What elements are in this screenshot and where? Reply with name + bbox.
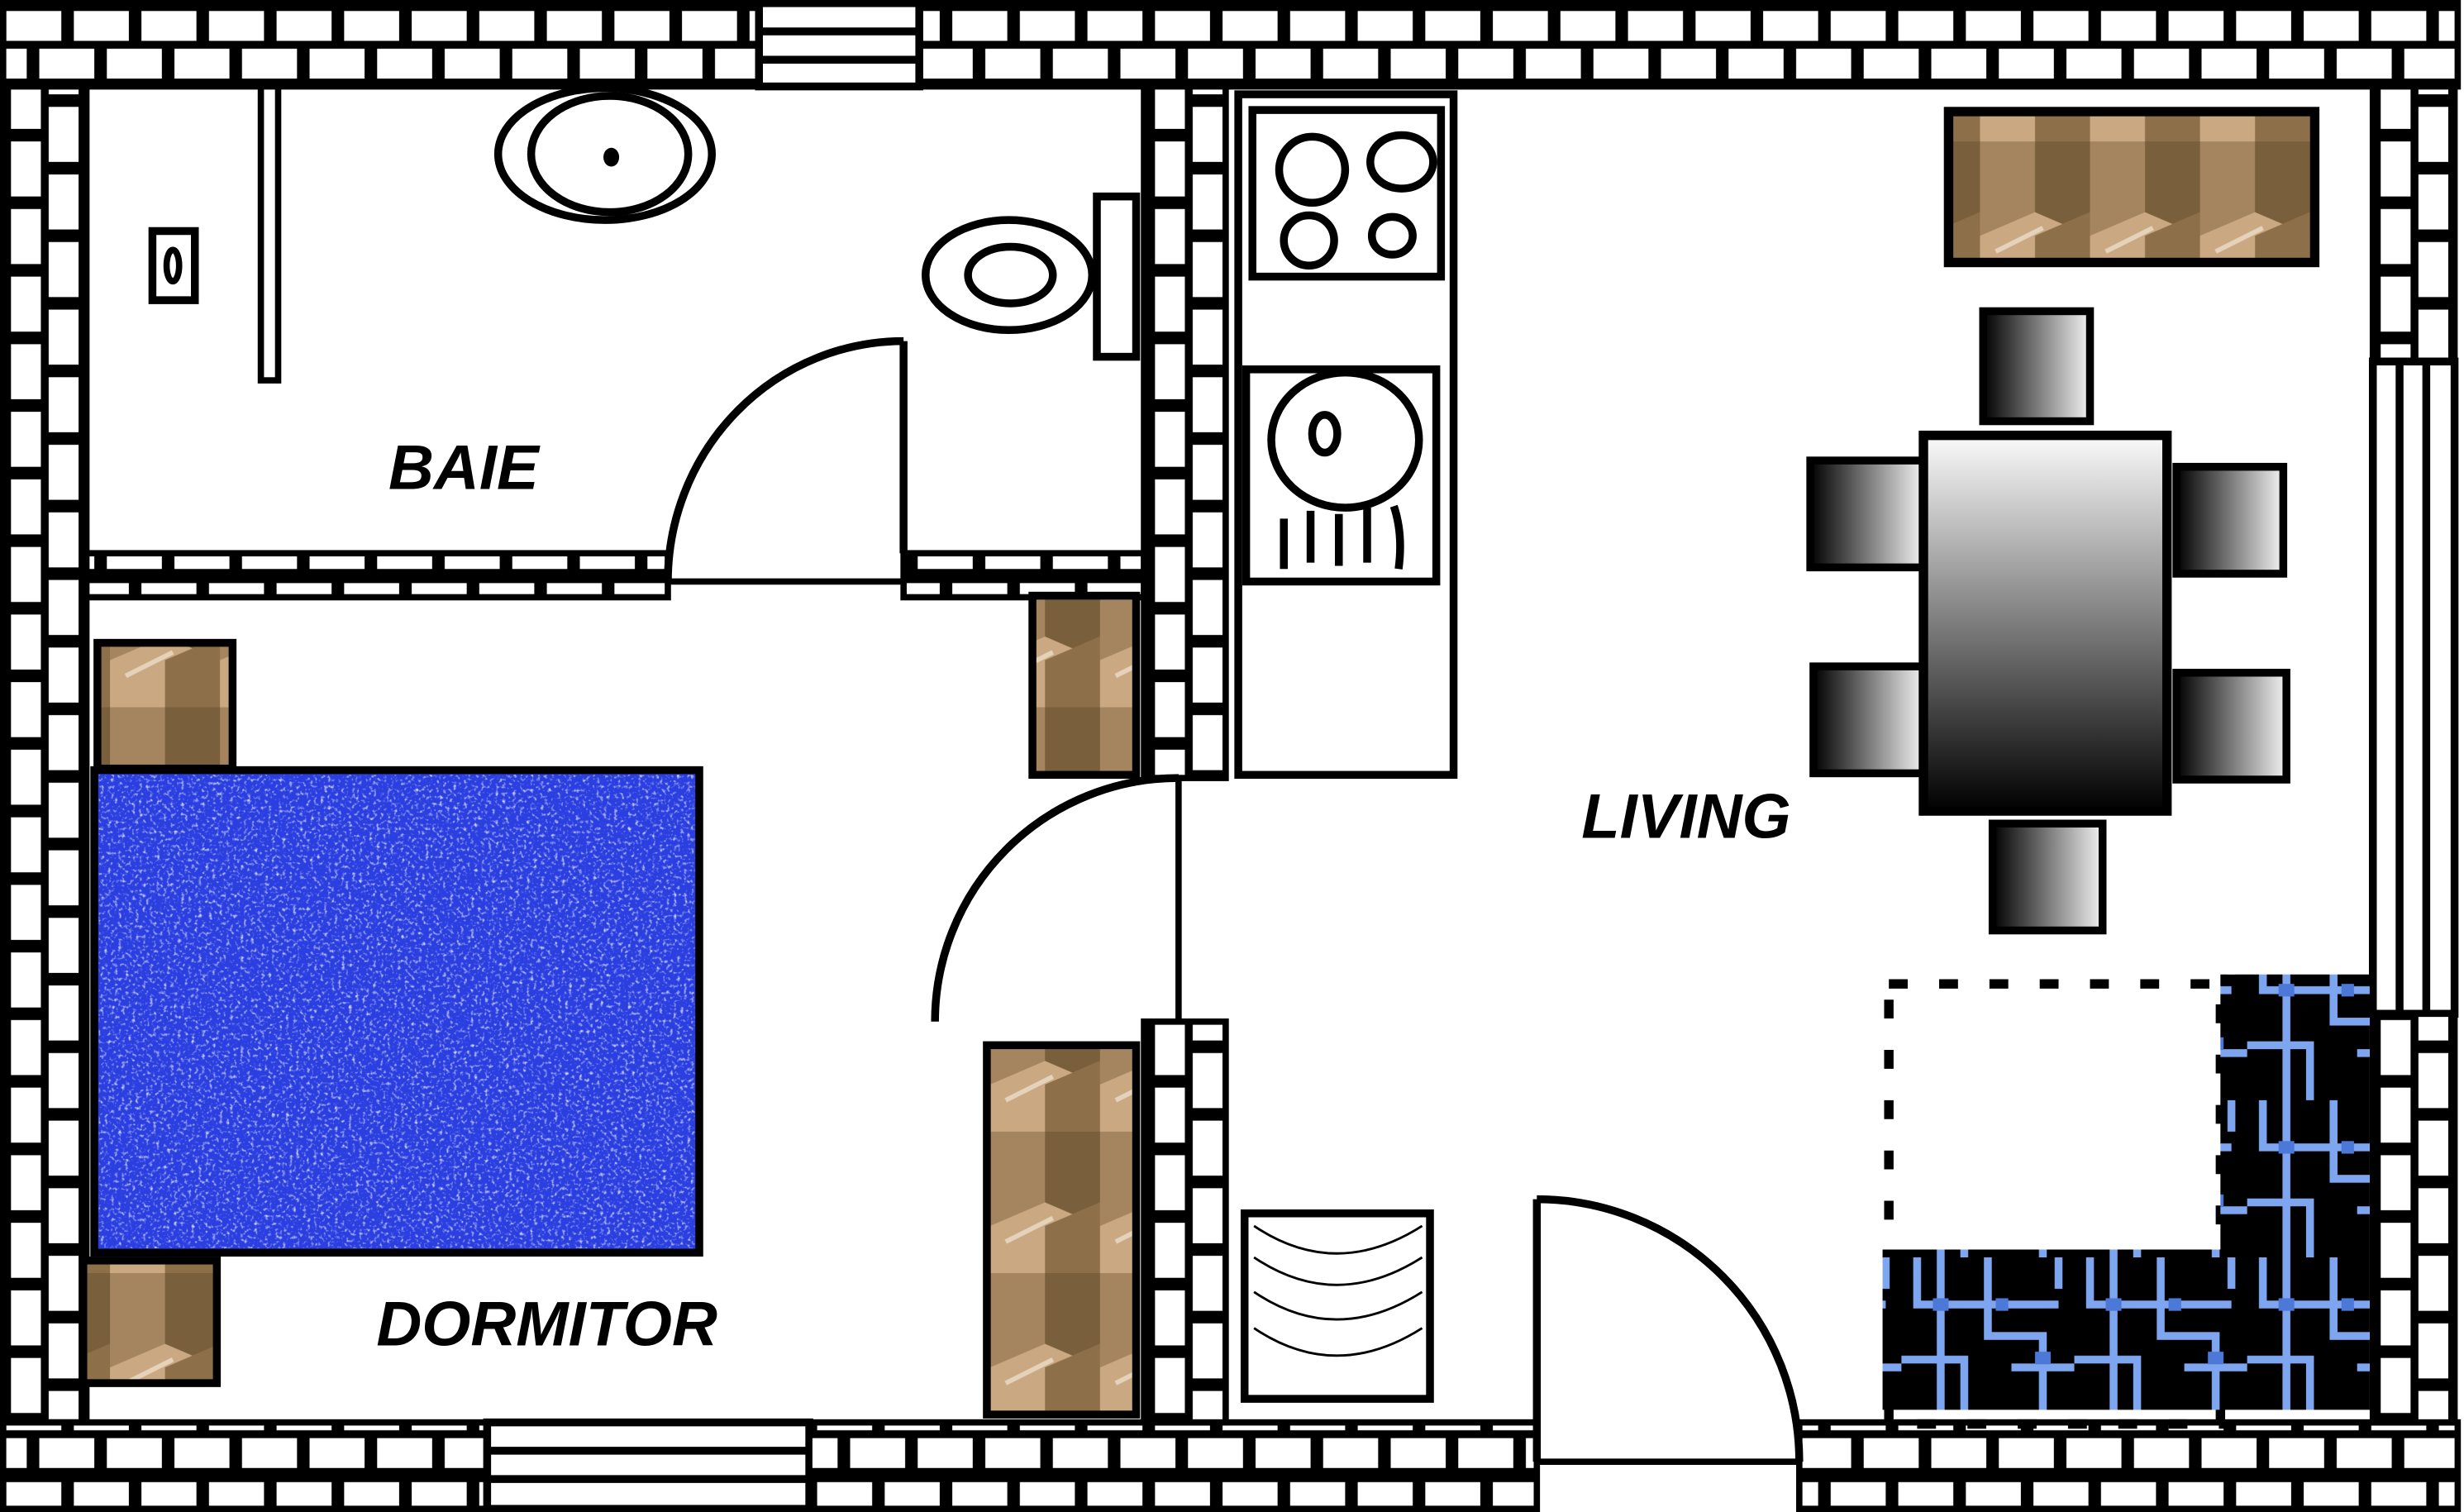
door-icon[interactable] [931,774,1182,1022]
storage-box-icon [1943,107,2320,268]
bottom-wall-left [0,1419,491,1512]
left-wall [0,83,90,1426]
window-icon [2368,357,2459,1018]
bath-wall-right [900,550,1147,601]
washing-machine-icon [1240,1209,1434,1403]
door-icon[interactable] [664,336,908,585]
top-wall-left [0,0,763,90]
top-wall-right [916,0,2462,90]
stove-icon [1248,106,1446,281]
bed-icon [90,766,703,1257]
dining-table-icon [1806,307,2290,935]
room-label-bedroom: DORMITOR [376,1289,717,1359]
table [1918,430,2172,816]
chair-icon [1806,456,1928,572]
bath-wall-left [83,550,671,601]
chair-icon [1979,307,2095,426]
chair-icon [1809,662,1928,778]
room-label-living: LIVING [1581,781,1790,851]
shower-drain-icon [148,227,199,304]
shower-rail [257,83,282,384]
chair-icon [2172,668,2290,784]
sink-icon [493,83,716,224]
toilet-icon [922,192,1141,361]
partition-wall-top [1141,83,1229,781]
pipes-icon [1882,974,2370,1410]
storage-box-icon [983,1041,1141,1419]
storage-box-icon [79,1257,222,1387]
chair-icon [2172,462,2288,578]
door-icon[interactable] [1532,1195,1804,1465]
bottom-wall-mid [806,1419,1541,1512]
partition-wall-bottom [1141,1018,1229,1426]
room-label-bathroom: BAIE [388,432,541,503]
storage-box-icon [93,638,237,773]
dashed-area [1884,979,2226,1429]
bottom-wall-right [1796,1419,2462,1512]
right-wall-bottom [2369,1010,2458,1426]
window-icon [483,1418,813,1512]
kitchen-sink-icon [1242,365,1441,586]
window-icon [755,0,923,91]
chair-icon [1988,819,2107,935]
right-wall-top [2369,83,2458,365]
storage-box-icon [1028,591,1141,780]
